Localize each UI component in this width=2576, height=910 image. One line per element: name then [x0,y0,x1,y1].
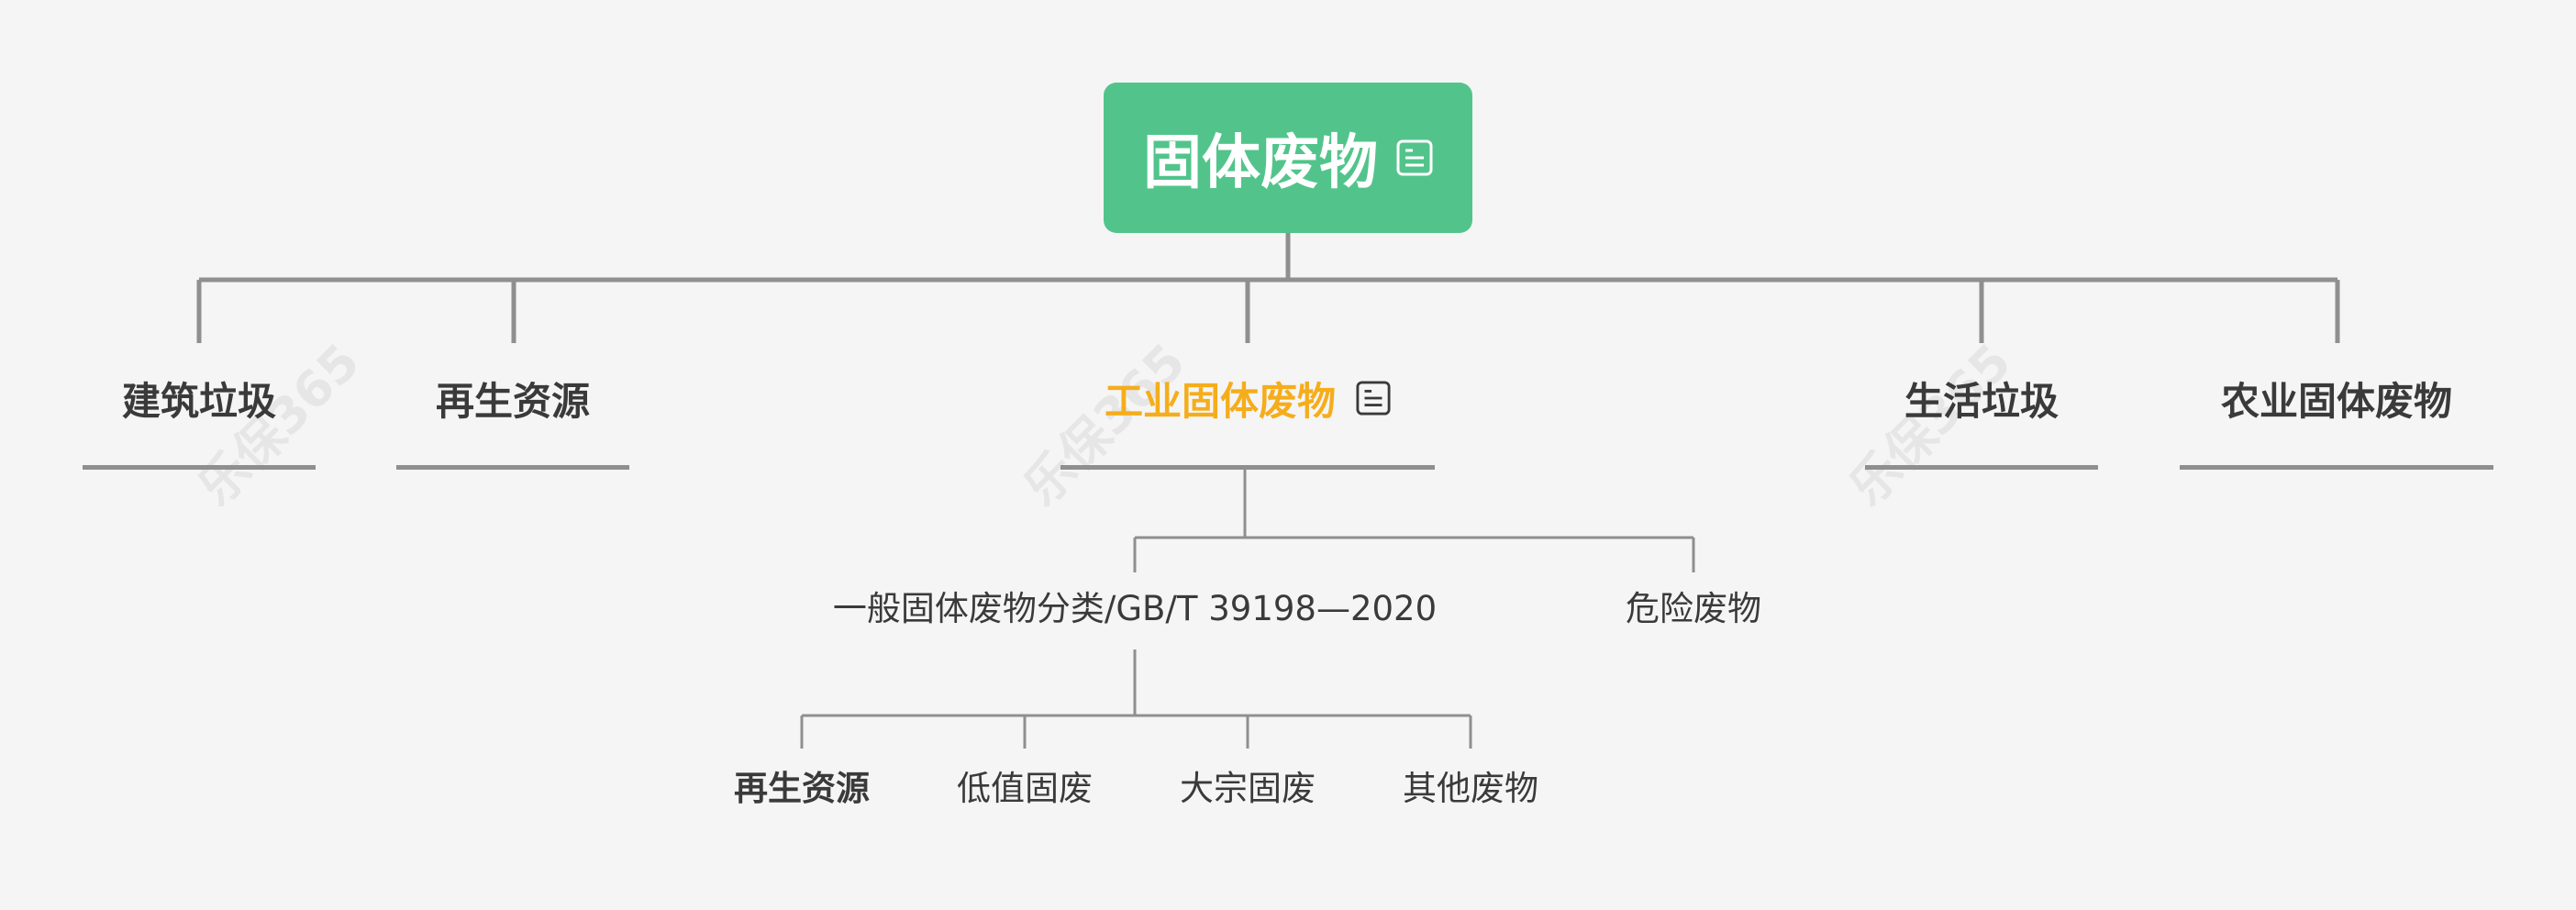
topic-label: 生活垃圾 [1904,378,2059,424]
topic-underline [1865,465,2098,470]
subtopic-label: 一般固体废物分类/GB/T 39198—2020 [832,589,1438,628]
topic-underline [1060,465,1435,470]
leaf-label: 低值固废 [957,769,1093,808]
root-node[interactable]: 固体废物 [1104,83,1472,233]
topic-underline [2180,465,2493,470]
leaf-low-value-waste[interactable]: 低值固废 [933,760,1116,811]
topic-label: 农业固体废物 [2220,378,2452,424]
topic-household-waste[interactable]: 生活垃圾 [1865,371,2098,426]
topic-industrial-solid-waste[interactable]: 工业固体废物 [1060,371,1435,426]
note-icon[interactable] [1356,381,1391,416]
leaf-bulk-waste[interactable]: 大宗固废 [1156,760,1339,811]
subtopic-general-solid-waste[interactable]: 一般固体废物分类/GB/T 39198—2020 [827,580,1442,631]
topic-agricultural-solid-waste[interactable]: 农业固体废物 [2180,371,2493,426]
topic-label: 再生资源 [435,378,590,424]
topic-underline [83,465,316,470]
topic-construction-waste[interactable]: 建筑垃圾 [83,371,316,426]
subtopic-label: 危险废物 [1626,589,1761,628]
leaf-label: 其他废物 [1403,769,1538,808]
leaf-label: 大宗固废 [1180,769,1316,808]
topic-label: 建筑垃圾 [121,378,276,424]
topic-label: 工业固体废物 [1104,378,1336,424]
leaf-label: 再生资源 [734,769,870,808]
note-icon[interactable] [1396,139,1433,176]
leaf-other-waste[interactable]: 其他废物 [1379,760,1562,811]
subtopic-hazardous-waste[interactable]: 危险废物 [1593,580,1794,631]
topic-recycled-resources[interactable]: 再生资源 [396,371,629,426]
leaf-recycled-resources[interactable]: 再生资源 [710,760,894,811]
topic-underline [396,465,629,470]
root-label: 固体废物 [1143,129,1378,197]
